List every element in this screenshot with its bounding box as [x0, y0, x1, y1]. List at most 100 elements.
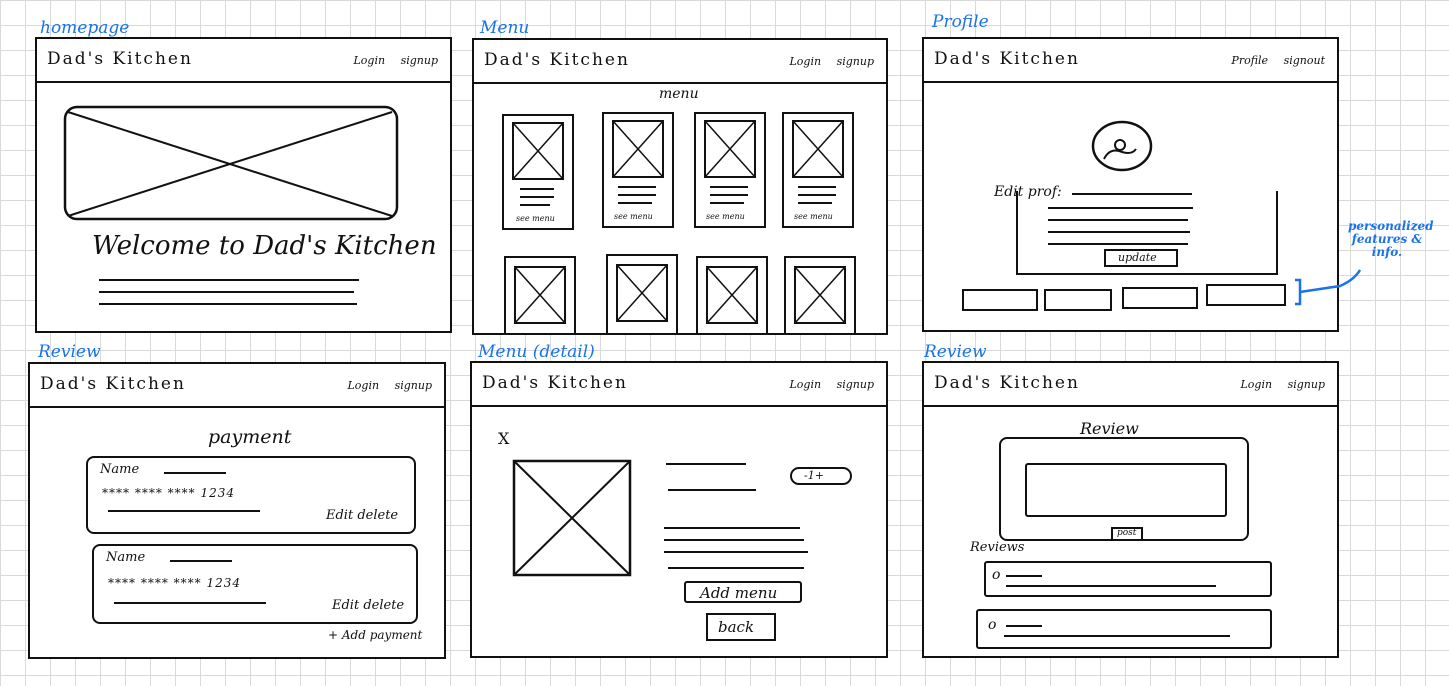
- see-menu-link[interactable]: see menu: [794, 212, 833, 221]
- menu-card[interactable]: see menu: [694, 112, 766, 228]
- menu-card[interactable]: [696, 256, 768, 333]
- text-line: [798, 194, 836, 196]
- see-menu-link[interactable]: see menu: [706, 212, 745, 221]
- back-label: back: [718, 618, 755, 636]
- text-line: [618, 194, 656, 196]
- brand-logo[interactable]: Dad's Kitchen: [40, 374, 186, 394]
- signup-link[interactable]: signup: [400, 54, 438, 67]
- dish-image-placeholder: [512, 459, 632, 577]
- text-line: [99, 303, 357, 305]
- profile-link[interactable]: Profile: [1231, 54, 1269, 67]
- form-line: [1048, 207, 1193, 209]
- menu-card[interactable]: [606, 254, 678, 333]
- header: Dad's Kitchen Login signup: [472, 363, 886, 407]
- homepage-frame-title: homepage: [40, 18, 130, 38]
- text-line: [1004, 635, 1230, 637]
- stepper-label: -1+: [804, 469, 824, 482]
- post-button[interactable]: post: [1111, 527, 1143, 541]
- signup-link[interactable]: signup: [1287, 378, 1325, 391]
- name-line: [170, 560, 232, 562]
- signup-link[interactable]: signup: [394, 379, 432, 392]
- add-payment-link[interactable]: + Add payment: [328, 628, 423, 642]
- annotation-bracket: [1295, 269, 1362, 306]
- feature-button[interactable]: [1206, 284, 1286, 306]
- review-item: o: [984, 561, 1272, 597]
- nav: Login signup: [778, 55, 875, 68]
- update-label: update: [1118, 251, 1157, 264]
- text-line: [1006, 575, 1042, 577]
- form-line: [1048, 243, 1188, 245]
- reviews-label: Reviews: [970, 540, 1025, 555]
- edit-delete-actions[interactable]: Edit delete: [326, 508, 399, 523]
- back-button[interactable]: back: [706, 613, 776, 641]
- text-line: [798, 186, 836, 188]
- feature-button[interactable]: [962, 289, 1038, 311]
- signup-link[interactable]: signup: [836, 378, 874, 391]
- login-link[interactable]: Login: [789, 55, 822, 68]
- header: Dad's Kitchen Login signup: [924, 363, 1337, 407]
- welcome-heading: Welcome to Dad's Kitchen: [92, 231, 437, 261]
- menu-card[interactable]: [784, 256, 856, 333]
- brand-logo[interactable]: Dad's Kitchen: [934, 49, 1080, 69]
- nav: Login signup: [336, 379, 433, 392]
- text-line: [710, 186, 748, 188]
- form-line: [1048, 219, 1188, 221]
- text-line: [798, 202, 832, 204]
- review-frame-title: Review: [924, 342, 987, 362]
- menu-card[interactable]: see menu: [782, 112, 854, 228]
- text-line: [520, 188, 554, 190]
- text-line: [99, 279, 359, 281]
- login-link[interactable]: Login: [347, 379, 380, 392]
- nav: Profile signout: [1219, 54, 1325, 67]
- menu-card[interactable]: [504, 256, 576, 333]
- review-textarea[interactable]: [1025, 463, 1227, 517]
- header: Dad's Kitchen Profile signout: [924, 39, 1337, 83]
- brand-logo[interactable]: Dad's Kitchen: [484, 50, 630, 70]
- add-menu-button[interactable]: Add menu: [684, 581, 802, 603]
- see-menu-link[interactable]: see menu: [516, 214, 555, 223]
- login-link[interactable]: Login: [1240, 378, 1273, 391]
- payment-frame-title: Review: [38, 342, 101, 362]
- brand-logo[interactable]: Dad's Kitchen: [934, 373, 1080, 393]
- text-line: [710, 194, 748, 196]
- close-icon[interactable]: X: [498, 429, 510, 448]
- menu-image-placeholder: [794, 266, 846, 324]
- card-name-label: Name: [100, 462, 140, 477]
- menu-image-placeholder: [512, 122, 564, 180]
- feature-button[interactable]: [1044, 289, 1112, 311]
- menu-image-placeholder: [616, 264, 668, 322]
- homepage-frame: Dad's Kitchen Login signup Welcome to Da…: [35, 37, 452, 333]
- signout-link[interactable]: signout: [1283, 54, 1325, 67]
- avatar: [1091, 120, 1153, 172]
- brand-logo[interactable]: Dad's Kitchen: [482, 373, 628, 393]
- payment-card: Name **** **** **** 1234 Edit delete: [92, 544, 418, 624]
- see-menu-link[interactable]: see menu: [614, 212, 653, 221]
- text-line: [1006, 625, 1042, 627]
- quantity-stepper[interactable]: -1+: [790, 467, 852, 485]
- edit-profile-form: update: [1016, 191, 1278, 275]
- edit-profile-label: Edit prof:: [994, 184, 1062, 200]
- signup-link[interactable]: signup: [836, 55, 874, 68]
- update-button[interactable]: update: [1104, 249, 1178, 267]
- login-link[interactable]: Login: [353, 54, 386, 67]
- nav: Login signup: [1229, 378, 1326, 391]
- header: Dad's Kitchen Login signup: [30, 364, 444, 408]
- name-line: [164, 472, 226, 474]
- post-label: post: [1117, 528, 1137, 538]
- payment-frame: Dad's Kitchen Login signup payment Name …: [28, 362, 446, 659]
- menu-image-placeholder: [612, 120, 664, 178]
- payment-heading: payment: [208, 426, 292, 448]
- menu-card[interactable]: see menu: [502, 114, 574, 230]
- feature-button[interactable]: [1122, 287, 1198, 309]
- text-line: [664, 539, 804, 541]
- text-line: [710, 202, 744, 204]
- card-name-label: Name: [106, 550, 146, 565]
- brand-logo[interactable]: Dad's Kitchen: [47, 49, 193, 69]
- nav: Login signup: [778, 378, 875, 391]
- login-link[interactable]: Login: [789, 378, 822, 391]
- edit-delete-actions[interactable]: Edit delete: [332, 598, 405, 613]
- menu-image-placeholder: [514, 266, 566, 324]
- text-line: [666, 463, 746, 465]
- hero-image-placeholder: [63, 105, 399, 221]
- menu-card[interactable]: see menu: [602, 112, 674, 228]
